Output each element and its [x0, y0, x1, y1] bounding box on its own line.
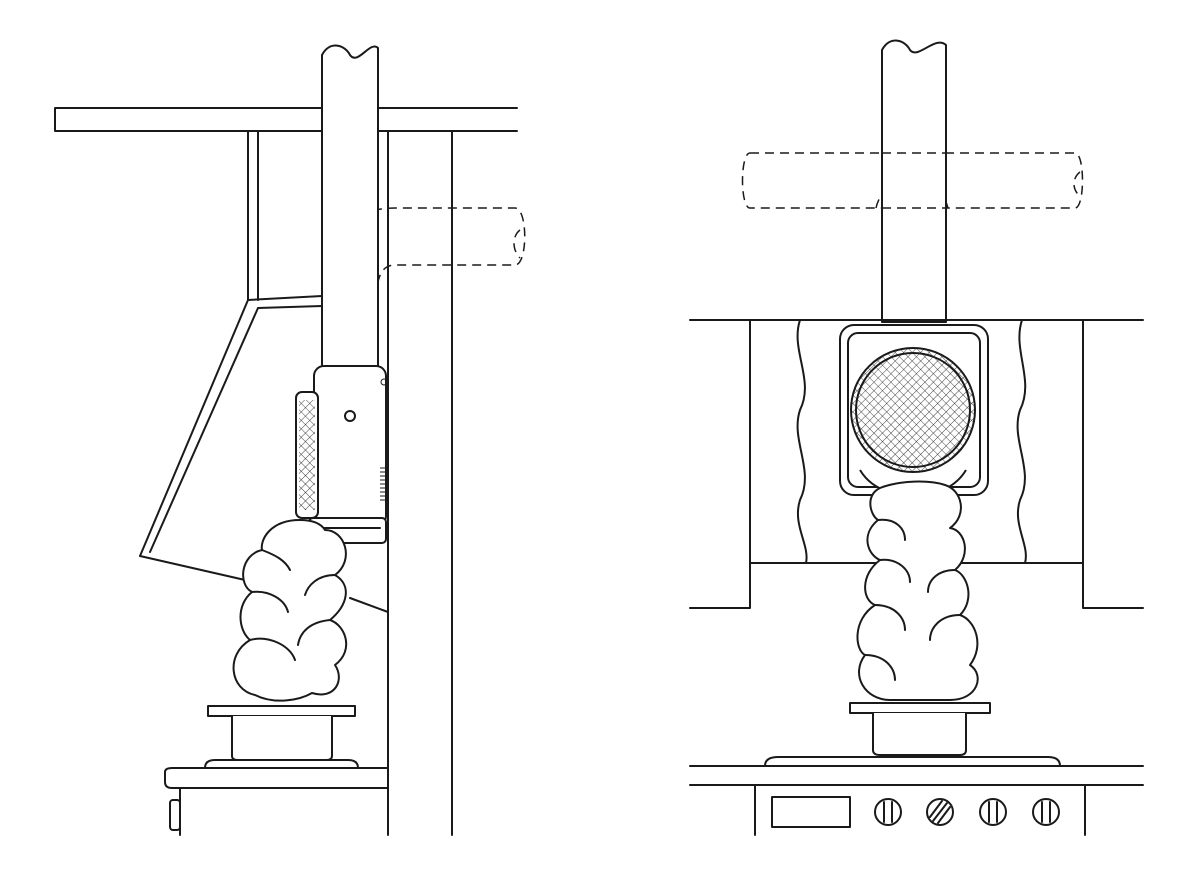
- fan-unit: [295, 365, 388, 544]
- cooktop-burner: [764, 756, 1061, 767]
- exhaust-duct: [881, 39, 947, 323]
- fan-unit: [839, 324, 989, 496]
- counter: [164, 767, 389, 836]
- side-view-figure: [54, 44, 526, 836]
- steam: [856, 480, 979, 701]
- front-view-figure: [689, 39, 1144, 836]
- steam: [232, 519, 348, 702]
- range: [689, 765, 1144, 836]
- exhaust-duct: [321, 44, 379, 369]
- wavy-line: [796, 319, 808, 564]
- wall-cabinet: [689, 319, 1144, 609]
- control-knobs: [874, 798, 1060, 826]
- cooktop-burner: [204, 759, 359, 769]
- pot: [849, 702, 991, 756]
- display-panel: [771, 796, 851, 828]
- ceiling: [54, 107, 518, 132]
- wavy-line: [1016, 319, 1027, 564]
- cabinet-side: [247, 130, 259, 301]
- range-hood: [139, 295, 389, 613]
- pot: [207, 705, 356, 761]
- wall: [387, 130, 453, 836]
- dashed-duct-route: [324, 207, 526, 283]
